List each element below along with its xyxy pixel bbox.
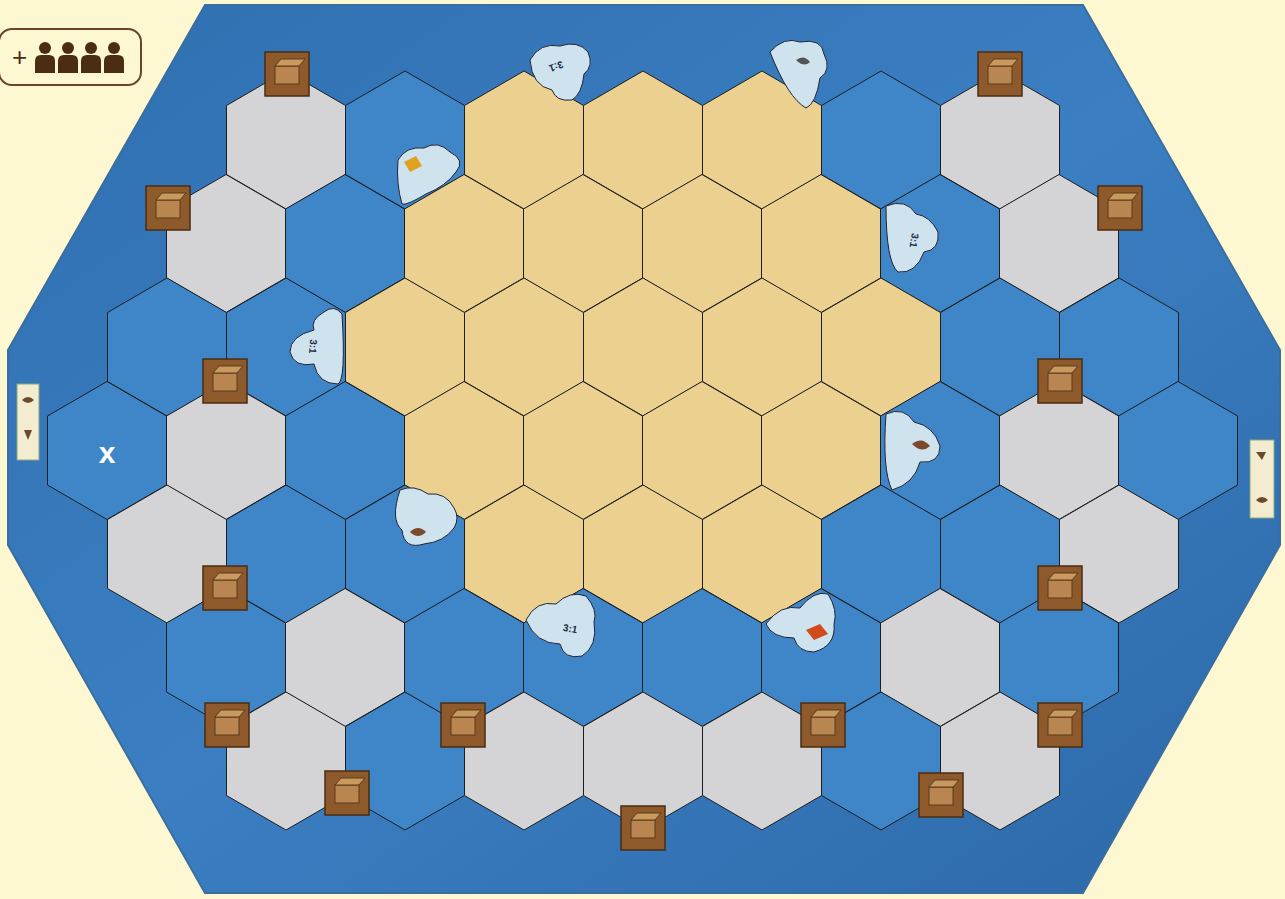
crate-marker: [203, 359, 247, 403]
plus-sign: +: [12, 42, 27, 73]
target-mark: x: [99, 436, 116, 470]
crate-marker: [441, 703, 485, 747]
crate-marker: [1038, 566, 1082, 610]
crate-marker: [919, 773, 963, 817]
harbor-ratio: 3:1: [547, 58, 564, 73]
side-tile: [1250, 440, 1274, 518]
crate-marker: [801, 703, 845, 747]
player-icons: [35, 39, 127, 75]
crate-marker: [1038, 359, 1082, 403]
harbor-ratio: 3:1: [907, 232, 920, 248]
hex-grid: [48, 71, 1238, 830]
crate-marker: [205, 703, 249, 747]
crate-marker: [978, 52, 1022, 96]
crate-marker: [146, 186, 190, 230]
crate-marker: [325, 771, 369, 815]
sea-frame: [8, 5, 1280, 893]
harbors: [290, 40, 940, 656]
crate-marker: [621, 806, 665, 850]
crate-markers: [146, 52, 1142, 850]
crate-marker: [265, 52, 309, 96]
side-tile: [17, 384, 39, 460]
player-count-box: +: [0, 28, 142, 86]
harbor-ratio: 3:1: [307, 338, 319, 353]
crate-marker: [203, 566, 247, 610]
crate-marker: [1098, 186, 1142, 230]
harbor-ratio: 3:1: [562, 621, 578, 634]
crate-marker: [1038, 703, 1082, 747]
